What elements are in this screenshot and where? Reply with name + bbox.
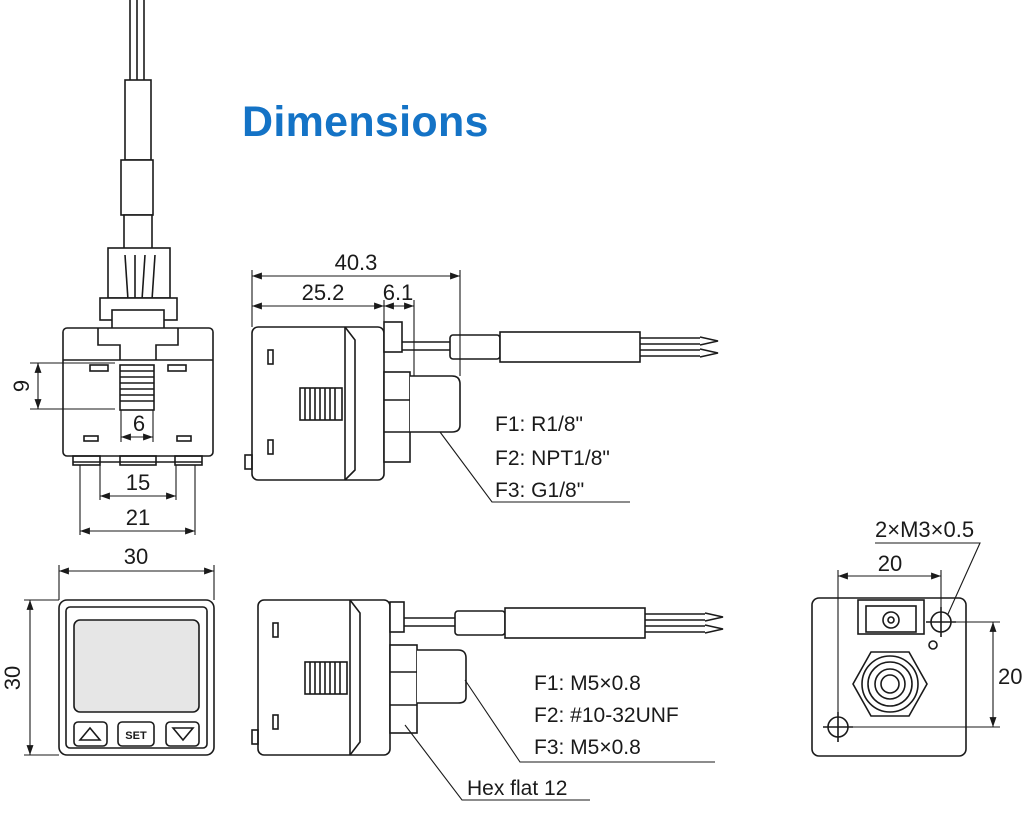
back-view (811, 597, 967, 757)
thread-lower-f1: F1: M5×0.8 (534, 672, 641, 695)
thread-lower-f3: F3: M5×0.8 (534, 736, 641, 759)
dim-6: 6 (133, 411, 145, 436)
dim-9: 9 (9, 380, 34, 392)
dim-15: 15 (126, 470, 150, 495)
down-button[interactable] (165, 721, 200, 747)
dim-30-height: 30 (0, 666, 25, 690)
thread-lower-f2: F2: #10-32UNF (534, 704, 679, 727)
rear-view (62, 0, 214, 466)
dim-25-2: 25.2 (302, 280, 345, 305)
hex-flat-note: Hex flat 12 (467, 777, 567, 800)
thread-upper-f2: F2: NPT1/8" (495, 447, 610, 470)
thread-upper-f1: F1: R1/8" (495, 413, 583, 436)
page-title: Dimensions (242, 98, 489, 146)
dim-40-3: 40.3 (335, 250, 378, 275)
thread-upper-f3: F3: G1/8" (495, 479, 584, 502)
set-button-label: SET (125, 730, 147, 742)
mount-holes-note: 2×M3×0.5 (875, 517, 974, 542)
set-button[interactable] (117, 721, 155, 747)
dim-30-width: 30 (124, 544, 148, 569)
front-view (58, 599, 215, 756)
dim-20-v: 20 (998, 664, 1022, 689)
up-button[interactable] (73, 721, 108, 747)
dim-6-1: 6.1 (383, 280, 414, 305)
side-view-lower (251, 599, 724, 756)
side-view-upper (244, 321, 719, 481)
dim-21: 21 (126, 505, 150, 530)
dim-20-h: 20 (878, 551, 902, 576)
